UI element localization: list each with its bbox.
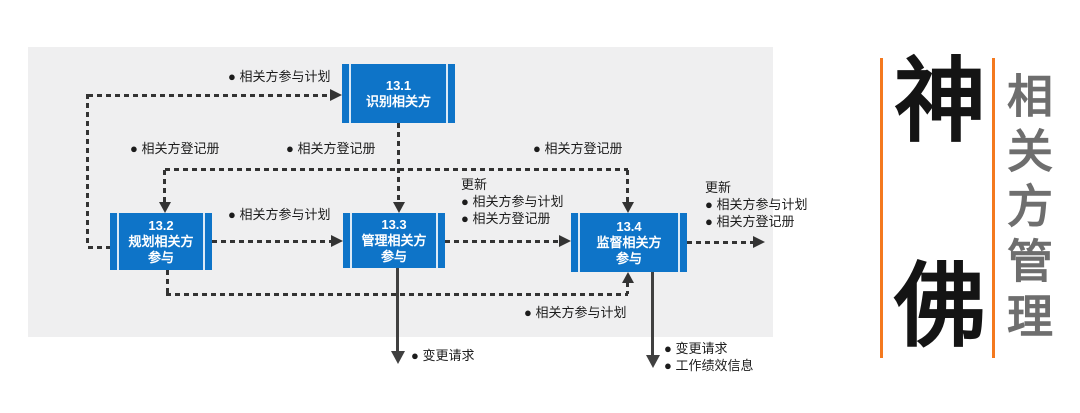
label-plan-to-monitor: ● 相关方参与计划 [524,305,627,320]
connector-register-drop-right [626,170,629,203]
process-number: 13.4 [616,218,642,234]
connector-feedback-horizontal [88,94,330,97]
update-item-register: ● 相关方登记册 [461,211,551,226]
process-box-13-4: 13.4 监督相关方 参与 [571,213,687,272]
connector-13-4-output [687,241,753,244]
connector-13-3-to-13-4 [445,240,559,243]
connector-loop-down [166,270,169,295]
brand-char-bottom: 佛 [893,253,986,360]
arrowhead-13-3-change-request [391,351,405,364]
connector-feedback-vertical [86,94,89,247]
label-plan-to-identify: ● 相关方参与计划 [228,69,331,84]
process-title: 监督相关方 [596,234,662,250]
process-title: 识别相关方 [365,93,431,109]
process-title-line2: 参与 [380,248,407,264]
arrowhead-into-13-1 [330,89,342,101]
connector-loop-up [626,282,629,294]
process-title-line2: 参与 [147,249,174,265]
arrowhead-into-13-4-top [622,202,634,213]
arrowhead-into-13-2-top [159,202,171,213]
brand-char-top: 神 [893,48,986,155]
label-change-request-manage: ● 变更请求 [411,348,475,363]
label-updates-mid: 更新 ● 相关方参与计划 ● 相关方登记册 [461,176,563,227]
process-box-13-3: 13.3 管理相关方 参与 [343,213,445,268]
update-item-plan: ● 相关方参与计划 [461,194,564,209]
update-item-register: ● 相关方登记册 [705,214,795,229]
label-updates-right: 更新 ● 相关方参与计划 ● 相关方登记册 [705,179,807,230]
process-title: 管理相关方 [361,232,427,248]
output-work-performance: ● 工作绩效信息 [664,358,754,373]
process-title: 规划相关方 [128,233,194,249]
process-number: 13.3 [381,216,407,232]
process-box-13-1: 13.1 识别相关方 [342,64,455,123]
process-number: 13.1 [385,77,412,93]
update-item-plan: ● 相关方参与计划 [705,197,808,212]
arrowhead-into-13-4-bottom [622,272,634,283]
label-register-3: ● 相关方登记册 [533,141,623,156]
arrowhead-into-13-4-left [559,235,571,247]
arrowhead-13-4-output [753,236,765,248]
connector-13-1-to-13-3 [397,123,400,202]
connector-register-drop-left [163,170,166,203]
connector-13-4-outputs [651,272,654,356]
arrowhead-into-13-3-left [331,235,343,247]
label-register-2: ● 相关方登记册 [286,141,376,156]
accent-rule-left [880,58,883,358]
label-register-1: ● 相关方登记册 [130,141,220,156]
connector-13-3-change-request [396,268,399,352]
accent-rule-right [992,58,995,358]
label-monitor-outputs: ● 变更请求 ● 工作绩效信息 [664,340,753,374]
connector-feedback-stub [88,246,112,249]
process-box-13-2: 13.2 规划相关方 参与 [110,213,212,270]
update-title: 更新 [461,177,488,192]
connector-register-horizontal [165,168,628,171]
process-number: 13.2 [148,217,174,233]
arrowhead-13-4-outputs [646,355,660,368]
update-title: 更新 [705,180,732,195]
connector-13-2-to-13-3 [212,240,331,243]
output-change-request: ● 变更请求 [664,341,728,356]
arrowhead-into-13-3-top [393,202,405,213]
vertical-title: 相关方管理 [1001,72,1053,347]
label-plan-to-manage: ● 相关方参与计划 [228,207,331,222]
process-title-line2: 参与 [615,250,642,266]
